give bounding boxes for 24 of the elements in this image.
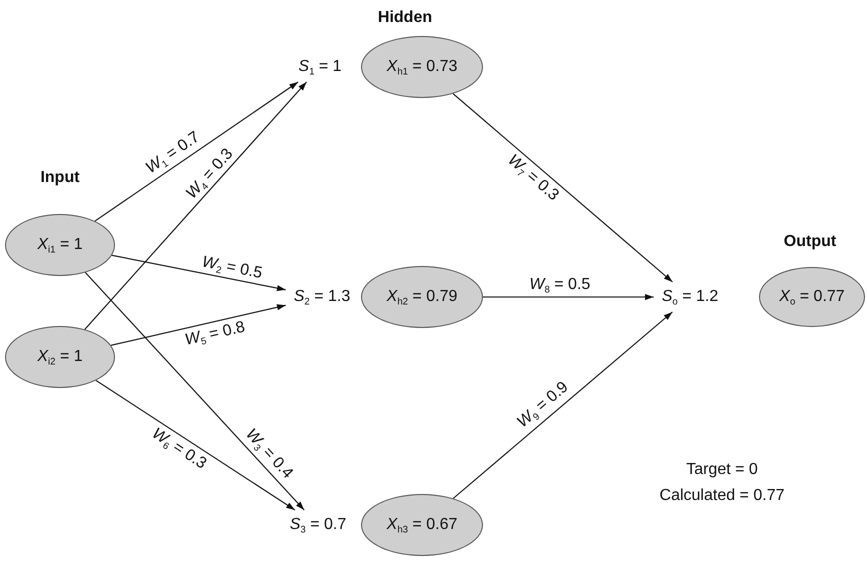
neuron-ellipse: X$_{i1}$ = 1 — [5, 214, 115, 276]
layer-heading: Hidden — [378, 9, 432, 27]
arrow — [452, 93, 673, 282]
neuron-ellipse: X$_{i2}$ = 1 — [5, 326, 115, 388]
neuron-ellipse: X$_{h3}$ = 0.67 — [361, 494, 483, 556]
neuron-ellipse: X$_{o}$ = 0.77 — [759, 267, 865, 327]
sum-value: S$_{1}$ = 1 — [296, 58, 344, 76]
arrow — [94, 82, 298, 222]
neuron-ellipse: X$_{h1}$ = 0.73 — [361, 36, 483, 98]
arrow — [96, 380, 296, 510]
layer-heading: Input — [40, 169, 80, 187]
sum-value: S$_{o}$ = 1.2 — [660, 288, 720, 306]
arrow — [483, 294, 654, 300]
arrow — [452, 312, 673, 499]
arrow — [84, 272, 305, 510]
arrow — [84, 82, 307, 330]
result-note: Calculated = 0.77 — [660, 487, 784, 505]
neuron-ellipse: X$_{h2}$ = 0.79 — [361, 266, 483, 328]
sum-value: S$_{3}$ = 0.7 — [288, 516, 348, 534]
result-note: Target = 0 — [686, 461, 758, 479]
sum-value: S$_{2}$ = 1.3 — [292, 288, 352, 306]
arrow — [110, 304, 286, 346]
arrow — [112, 254, 286, 292]
layer-heading: Output — [784, 233, 836, 251]
